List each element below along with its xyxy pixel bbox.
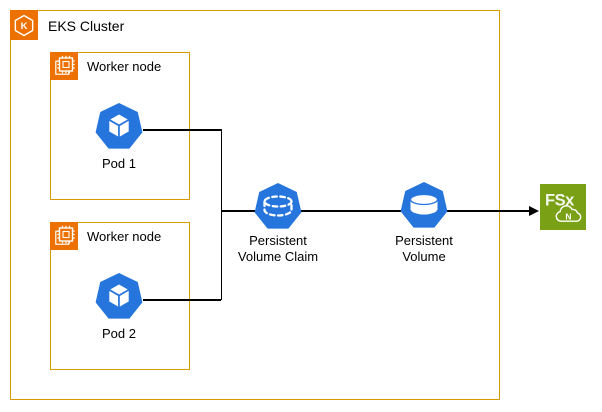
pvc-label-line2: Volume Claim	[237, 249, 319, 264]
connector-to-pvc	[221, 210, 255, 212]
pod-2-label: Pod 2	[102, 326, 136, 341]
pod-1-label: Pod 1	[102, 156, 136, 171]
connector-pod2	[143, 299, 221, 301]
eks-cluster-icon: K	[10, 10, 38, 40]
pv-label-line1: Persistent	[395, 233, 453, 248]
pvc-label-line1: Persistent	[249, 233, 307, 248]
arrowhead-icon	[529, 206, 539, 216]
connector-vertical	[220, 129, 222, 300]
connector-pod1	[143, 129, 221, 131]
fsx-netapp-ontap-icon: FSx N	[540, 184, 586, 230]
kubernetes-pod-icon	[95, 103, 143, 151]
connector-pv-to-fsx	[446, 210, 530, 212]
persistent-volume-label: Persistent Volume	[364, 233, 484, 265]
pv-label-line2: Volume	[402, 249, 446, 264]
eks-icon-letter: K	[21, 21, 28, 32]
fsx-label: FSx	[545, 192, 575, 210]
persistent-volume-claim-label: Persistent Volume Claim	[218, 233, 338, 265]
worker-node-label-1: Worker node	[87, 59, 162, 74]
fsx-cloud-letter: N	[565, 212, 571, 222]
worker-node-chip-icon	[49, 221, 78, 250]
eks-cluster-box	[10, 10, 500, 400]
persistent-volume-icon	[400, 182, 448, 230]
connector-pvc-to-pv	[301, 210, 401, 212]
persistent-volume-claim-icon	[254, 183, 302, 231]
kubernetes-pod-icon	[95, 273, 143, 321]
worker-node-label-2: Worker node	[87, 229, 162, 244]
worker-node-chip-icon	[49, 51, 78, 80]
eks-cluster-label: EKS Cluster	[48, 18, 125, 34]
cloud-icon	[555, 205, 582, 222]
